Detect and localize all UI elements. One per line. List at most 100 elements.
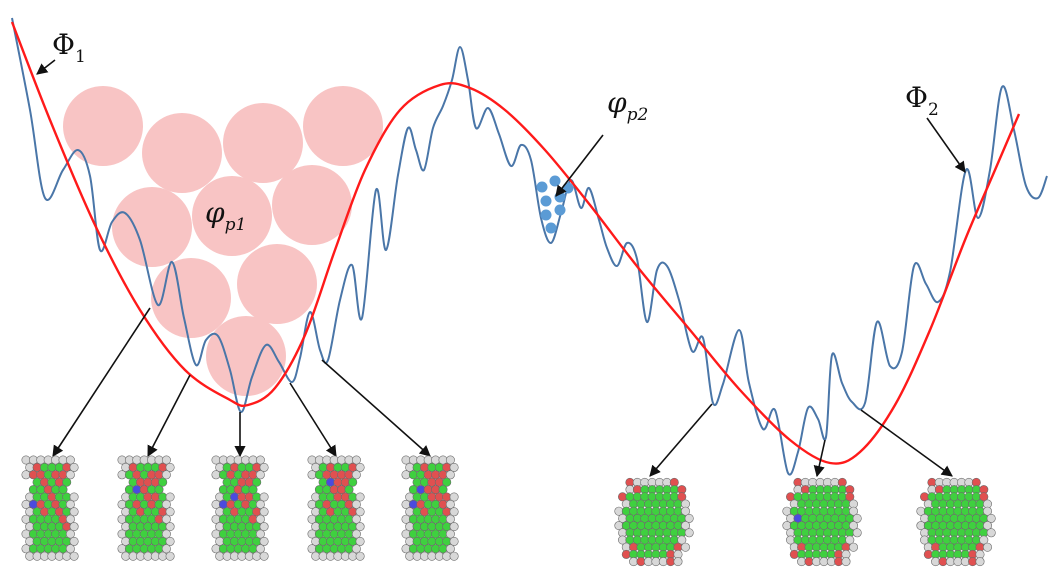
atom [449, 551, 459, 561]
atom [445, 455, 455, 465]
atom [975, 557, 985, 567]
svg-text:φp2: φp2 [607, 86, 648, 125]
label-phi-1-symbol: Φ [52, 28, 75, 61]
nanowire-structure [211, 455, 269, 561]
small-particle [536, 181, 548, 193]
atom [161, 514, 171, 524]
atom [165, 507, 175, 517]
atom [449, 522, 459, 532]
atom [252, 477, 262, 487]
label-varphi-p1-subscript: p1 [225, 215, 247, 235]
large-particle [151, 258, 231, 338]
atom [677, 492, 687, 502]
atom [355, 536, 365, 546]
atom [161, 499, 171, 509]
large-particle [303, 86, 383, 166]
small-particle [554, 204, 566, 216]
atom [848, 521, 858, 531]
atom [69, 492, 79, 502]
nanowire-structure [117, 455, 175, 561]
atom [351, 529, 361, 539]
varphi-p2-pointer-arrow [555, 134, 604, 197]
arrows [36, 59, 966, 478]
atom [259, 462, 269, 472]
atom [684, 513, 694, 523]
atom [165, 551, 175, 561]
label-varphi-p1: φp1 [205, 196, 246, 235]
atom [982, 542, 992, 552]
atom [259, 492, 269, 502]
nanoparticle-structure [782, 477, 862, 567]
large-particle [112, 187, 192, 267]
atomic-structures [21, 455, 996, 567]
svg-text:Φ2: Φ2 [905, 81, 939, 120]
atom [259, 551, 269, 561]
atom [355, 462, 365, 472]
atom [255, 544, 265, 554]
label-phi-1: Φ1 [52, 28, 86, 67]
atom [355, 551, 365, 561]
nanowire-structure [307, 455, 365, 561]
atom [445, 514, 455, 524]
atom [65, 470, 75, 480]
minimum-to-structure-arrow [649, 403, 713, 477]
large-particle [237, 244, 317, 324]
label-phi-2-subscript: 2 [928, 100, 939, 120]
atom [259, 507, 269, 517]
atom [438, 485, 448, 495]
small-particle [540, 195, 552, 207]
atom [355, 507, 365, 517]
minimum-to-structure-arrow [321, 359, 431, 457]
nanoparticle-structure [916, 477, 996, 567]
large-particle [223, 103, 303, 183]
atom [165, 492, 175, 502]
label-varphi-p2-symbol: φ [607, 86, 627, 119]
atom [979, 492, 989, 502]
atom [255, 470, 265, 480]
atom [65, 455, 75, 465]
label-varphi-p2: φp2 [607, 86, 648, 125]
atom [351, 470, 361, 480]
atom [449, 462, 459, 472]
small-particle [549, 175, 561, 187]
atom [161, 470, 171, 480]
atom [259, 536, 269, 546]
atom [986, 513, 996, 523]
atom [158, 477, 168, 487]
atom [161, 455, 171, 465]
atom [848, 542, 858, 552]
atom [248, 485, 258, 495]
large-particle [272, 165, 352, 245]
atom [69, 522, 79, 532]
small-particle [540, 209, 552, 221]
atom [161, 529, 171, 539]
atom [677, 535, 687, 545]
atom [449, 492, 459, 502]
atom [344, 485, 354, 495]
atom [351, 499, 361, 509]
atom [680, 506, 690, 516]
atom [841, 557, 851, 567]
atom [355, 492, 365, 502]
large-particle [206, 316, 286, 396]
small-particle [554, 191, 566, 203]
large-particle [142, 113, 222, 193]
atom [852, 528, 862, 538]
atom [979, 535, 989, 545]
atom [982, 521, 992, 531]
large-particle [63, 86, 143, 166]
large-particle-cluster [63, 86, 383, 396]
atom [449, 536, 459, 546]
atom [643, 557, 653, 567]
atom [165, 522, 175, 532]
small-particle [545, 222, 557, 234]
atom [445, 470, 455, 480]
atom [982, 506, 992, 516]
atom [165, 462, 175, 472]
rough-energy-landscape [11, 17, 1048, 476]
svg-text:φp1: φp1 [205, 196, 246, 235]
atom [445, 529, 455, 539]
nanoparticle-structure [614, 477, 694, 567]
atom [445, 499, 455, 509]
